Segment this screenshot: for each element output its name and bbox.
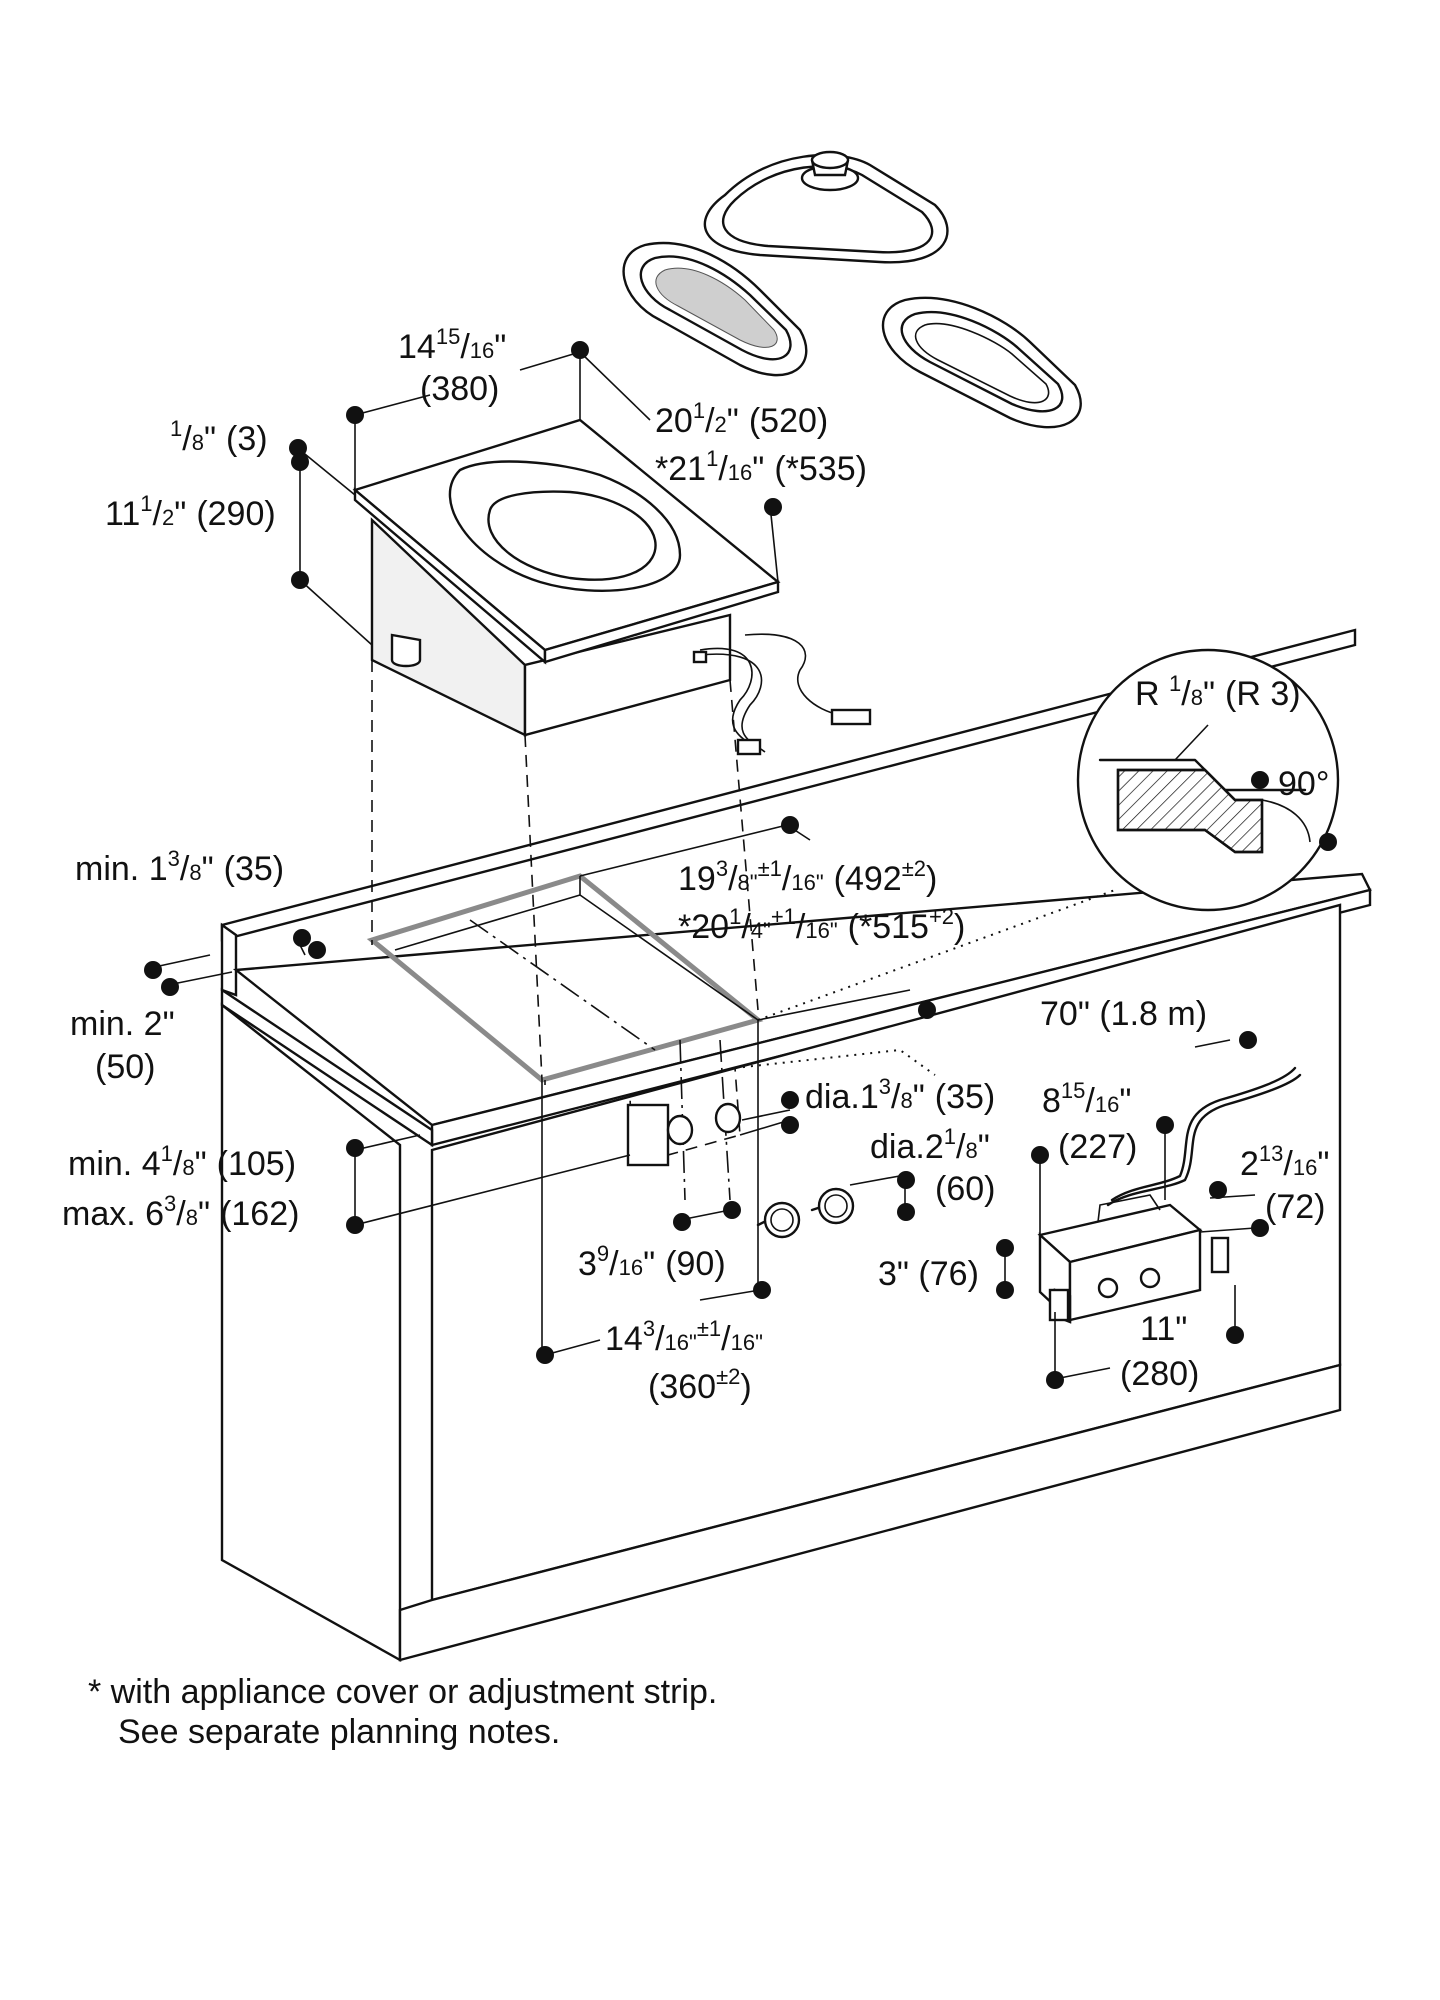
- dimension-dots: [144, 341, 1337, 1389]
- label-angle: 90°: [1278, 765, 1329, 803]
- perforated-basket: [622, 241, 808, 377]
- label-cable-length: 70" (1.8 m): [1040, 995, 1207, 1033]
- electronic-box: [1037, 1194, 1230, 1324]
- label-top-width: 1415/16": [398, 324, 506, 366]
- dimension-lines: [149, 350, 1256, 1380]
- label-min-front: min. 13/8"(35): [75, 846, 284, 888]
- label-radius: R 1/8"(R 3): [1135, 671, 1301, 713]
- footnote-line-2: See separate planning notes.: [118, 1713, 561, 1751]
- control-knob-icon-2: [810, 1187, 855, 1225]
- label-cutout-depth: 193/8"±1/16"(492±2): [678, 856, 937, 898]
- knob-block: [626, 1103, 670, 1167]
- control-knob-icon: [756, 1201, 801, 1239]
- label-min-back: min. 2": [70, 1005, 175, 1043]
- insert-pan: [881, 296, 1082, 429]
- label-box-depth-metric: (227): [1058, 1128, 1137, 1166]
- knob-hole-small-icon-2: [714, 1102, 742, 1134]
- screw-icon-2: [1139, 1267, 1161, 1289]
- label-top-thickness: 1/8"(3): [170, 416, 268, 458]
- label-knob-max: max. 63/8"(162): [62, 1191, 299, 1233]
- label-box-width-metric: (280): [1120, 1355, 1199, 1393]
- label-knob-spacing: 39/16"(90): [578, 1241, 726, 1283]
- cabinet: [220, 628, 1372, 1663]
- label-box-height-metric: (72): [1265, 1188, 1325, 1226]
- label-cutout-width-metric: (360±2): [648, 1364, 752, 1406]
- label-box-front: 3" (76): [878, 1255, 979, 1293]
- label-top-depth-alt: *211/16"(*535): [655, 446, 867, 488]
- edge-detail-magnifier: [1076, 648, 1340, 912]
- screw-icon: [1097, 1277, 1119, 1299]
- knob-hole-small-icon: [666, 1114, 694, 1146]
- label-knob-hole-large: dia.21/8": [870, 1124, 990, 1166]
- label-knob-min: min. 41/8"(105): [68, 1141, 296, 1183]
- label-unit-height: 111/2"(290): [105, 491, 276, 533]
- lid: [703, 150, 949, 264]
- label-top-width-metric: (380): [420, 370, 499, 408]
- label-min-back-metric: (50): [95, 1048, 155, 1086]
- label-cutout-width: 143/16"±1/16": [605, 1316, 763, 1358]
- label-box-height: 213/16": [1240, 1141, 1329, 1183]
- footnote-line-1: * with appliance cover or adjustment str…: [88, 1673, 718, 1711]
- label-knob-hole-small: dia.13/8"(35): [805, 1074, 995, 1116]
- label-box-width: 11": [1140, 1310, 1187, 1348]
- label-box-depth: 815/16": [1042, 1078, 1131, 1120]
- label-cutout-depth-alt: *201/4"+1/16"(*515+2): [678, 904, 965, 946]
- label-knob-hole-large-metric: (60): [935, 1170, 995, 1208]
- label-top-depth: 201/2"(520): [655, 398, 828, 440]
